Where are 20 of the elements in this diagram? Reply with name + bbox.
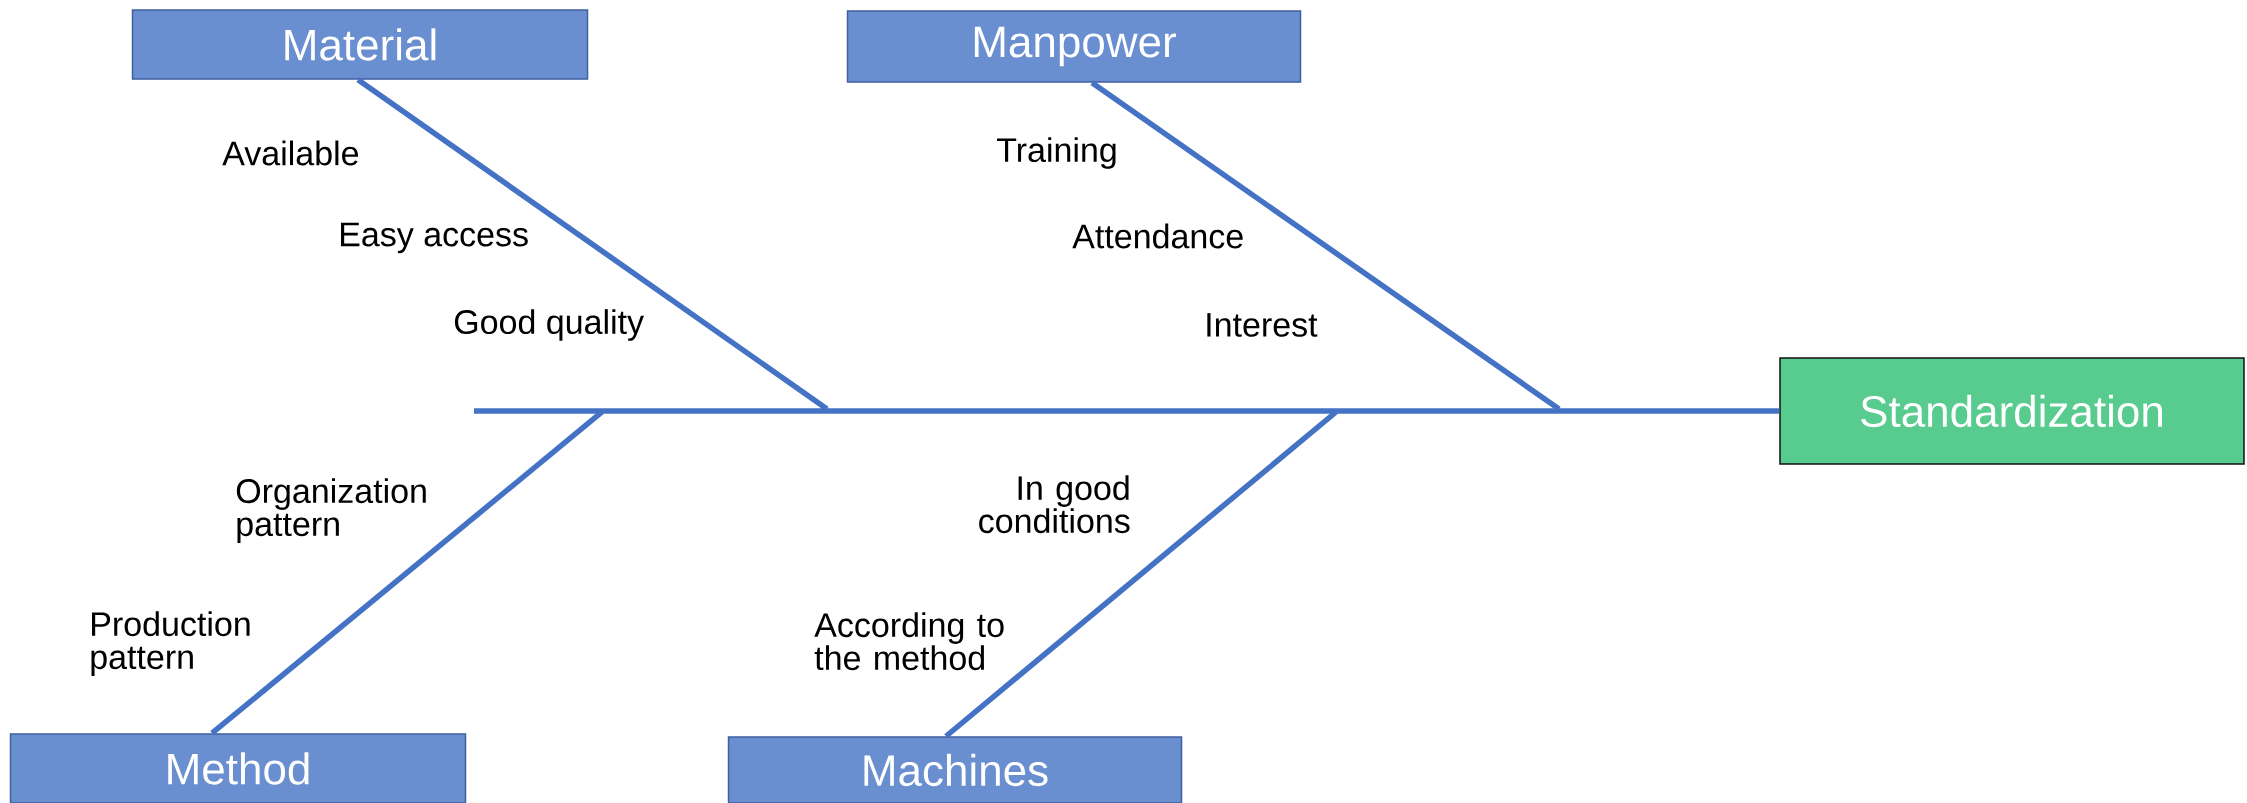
category-box: Machines: [727, 736, 1183, 803]
category-box: Method: [9, 733, 467, 803]
branch-label: Production pattern: [91, 611, 250, 676]
branch-label: In good conditions: [979, 475, 1130, 534]
branch-label: Easy access: [341, 222, 528, 254]
branch-label: According to the method: [814, 612, 1004, 671]
category-box: Material: [131, 9, 589, 80]
category-box: Manpower: [846, 10, 1302, 83]
branch-label: Interest: [1207, 313, 1318, 337]
bone-line: [1090, 80, 1561, 412]
bone-line: [210, 409, 604, 736]
bone-line: [356, 77, 829, 412]
spine-line: [474, 408, 1780, 414]
bone-line: [944, 409, 1338, 739]
branch-label: Organization pattern: [236, 478, 426, 543]
branch-label: Available: [222, 140, 359, 166]
branch-label: Good quality: [454, 309, 644, 341]
effect-box: Standardization: [1779, 357, 2245, 465]
branch-label: Training: [997, 137, 1116, 169]
branch-label: Attendance: [1072, 223, 1243, 249]
